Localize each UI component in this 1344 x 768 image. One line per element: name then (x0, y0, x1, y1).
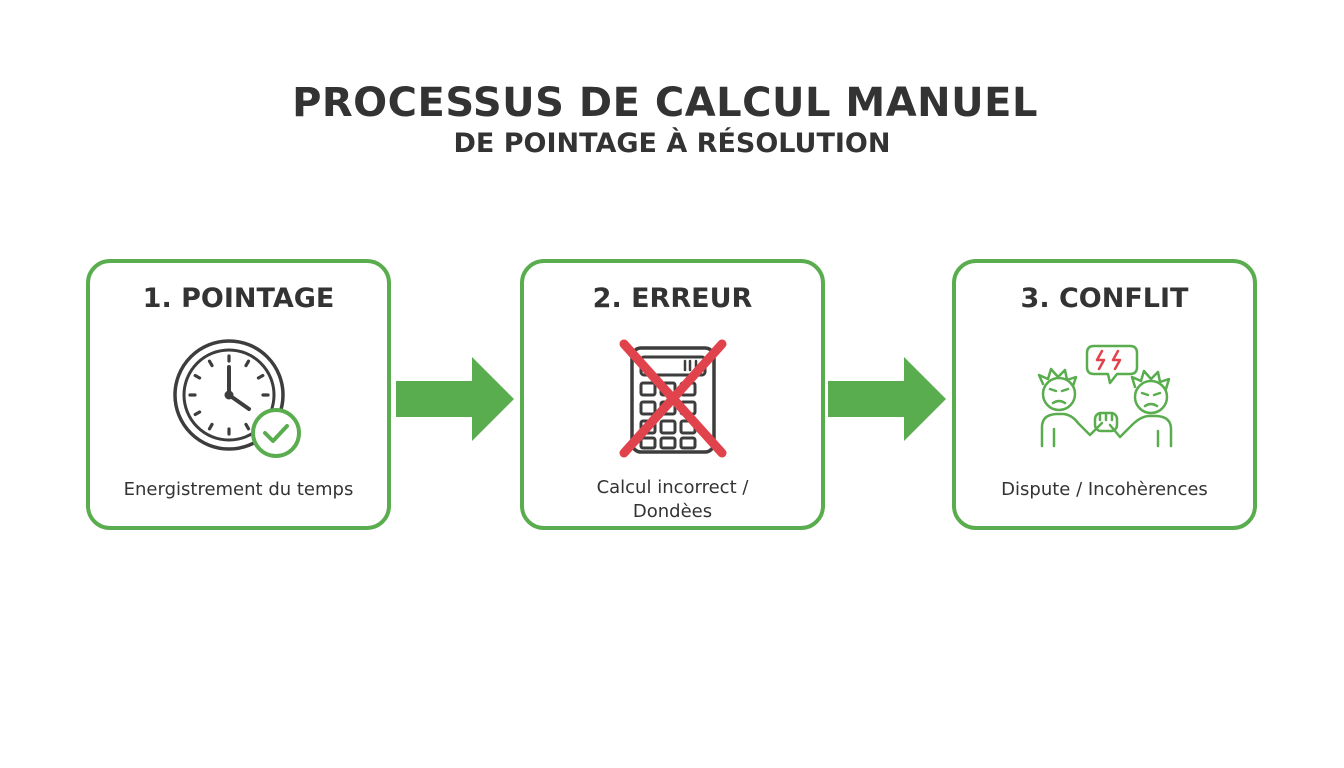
arrow-right-icon (396, 357, 514, 441)
step-card-conflit: 3. CONFLIT (952, 259, 1257, 530)
step-caption-line: Calcul incorrect / (596, 477, 749, 498)
arrow-right-icon (828, 357, 946, 441)
step-title: 1. POINTAGE (142, 283, 335, 314)
step-card-erreur: 2. ERREUR (520, 259, 825, 530)
step-title: 2. ERREUR (592, 283, 753, 314)
arguing-people-icon (956, 339, 1253, 465)
step-title: 3. CONFLIT (1020, 283, 1189, 314)
step-card-pointage: 1. POINTAGE Energist (86, 259, 391, 530)
step-caption-line: Dondèes (632, 501, 713, 522)
step-caption: Dispute / Incohèrences (1001, 479, 1208, 500)
diagram-title: PROCESSUS DE CALCUL MANUEL (292, 80, 1038, 126)
step-caption: Energistrement du temps (123, 479, 354, 500)
crossed-calculator-icon (524, 339, 821, 465)
clock-check-icon (90, 339, 387, 465)
diagram-subtitle: DE POINTAGE À RÉSOLUTION (453, 128, 891, 159)
step-caption: Calcul incorrect / Dondèes (534, 476, 811, 524)
